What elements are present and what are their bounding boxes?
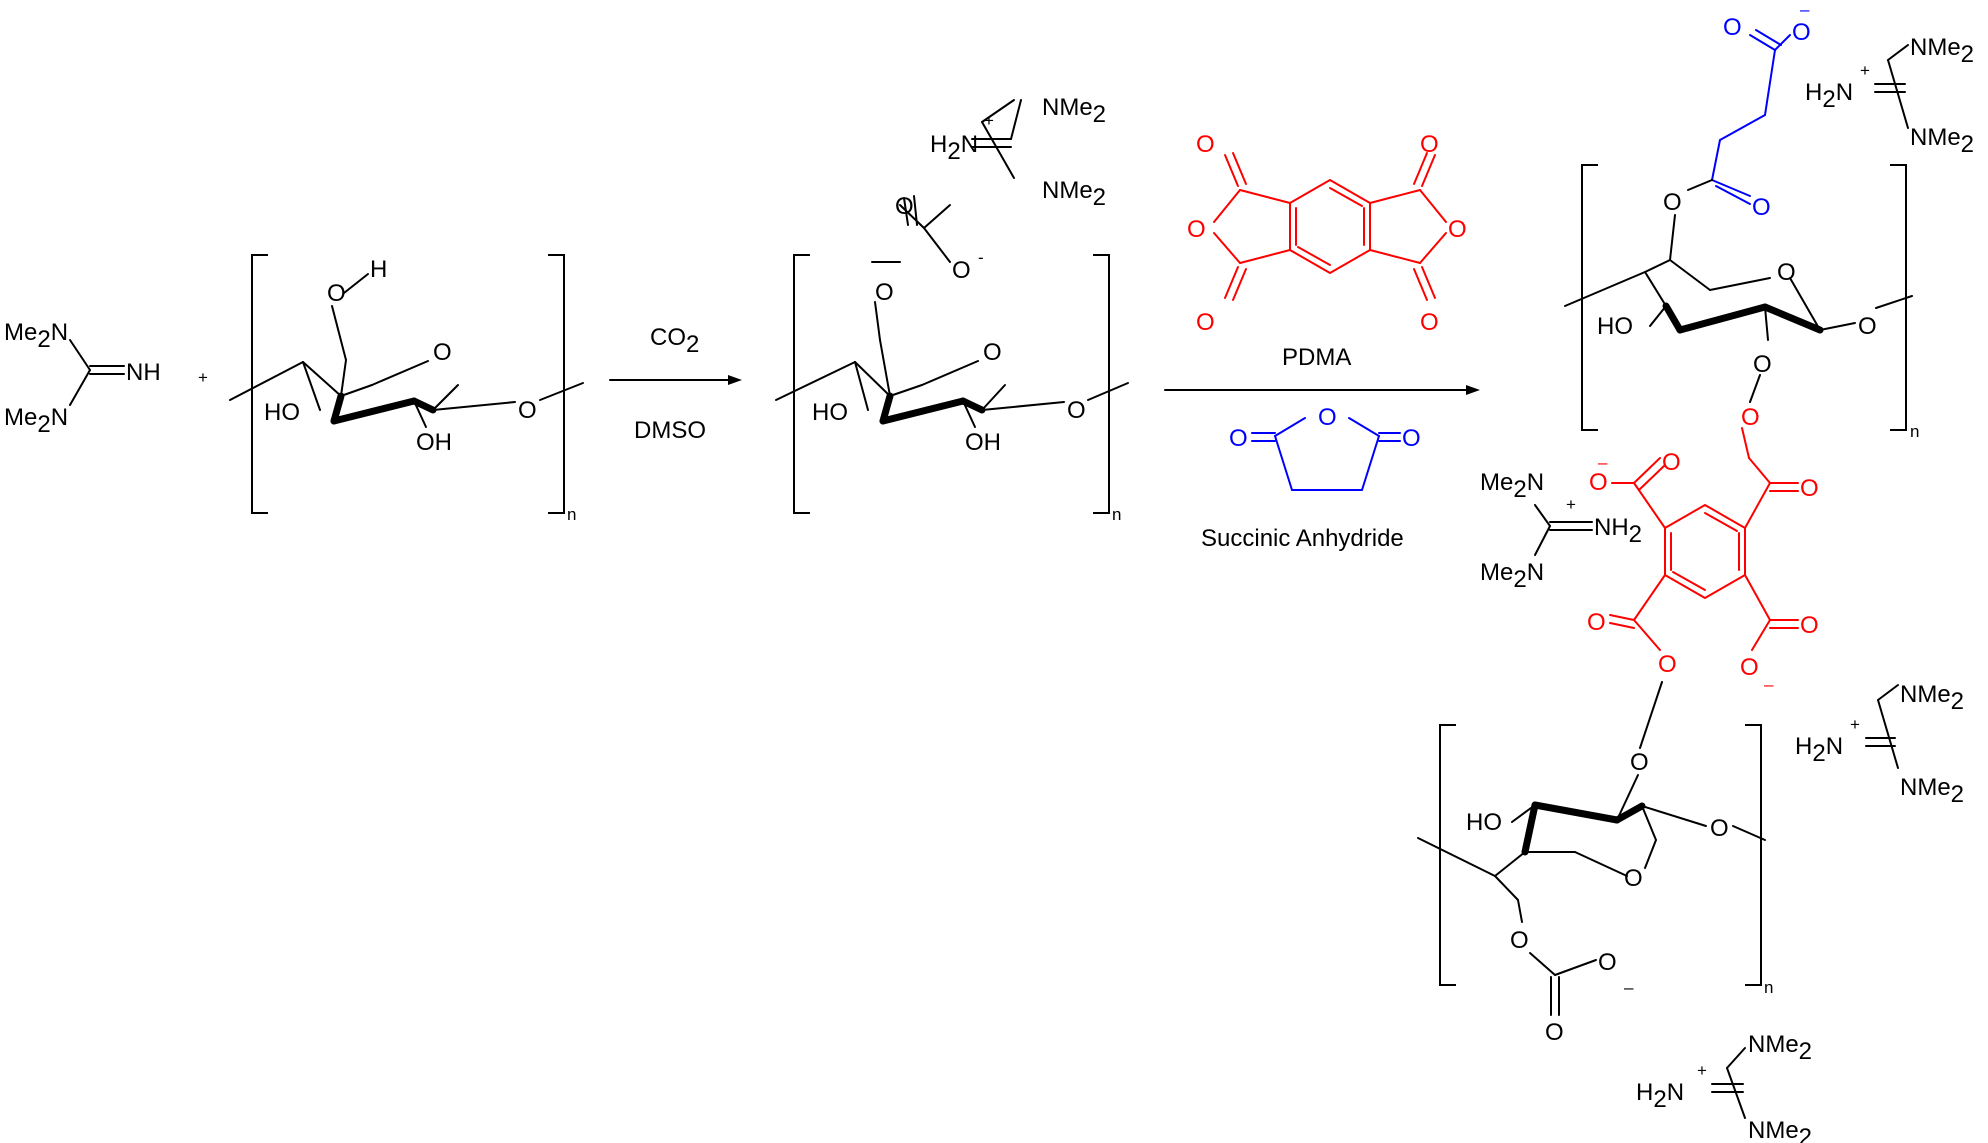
carbonate-oxygen-link: O <box>875 279 894 306</box>
lower-c2-ester-oxygen: O <box>1630 749 1649 776</box>
pmda-ester-oxygen-bottom: O <box>1658 651 1677 678</box>
svg-text:H2N: H2N <box>1636 1079 1684 1113</box>
arrow-1-reagent-label: CO2 <box>650 324 699 358</box>
product-ring-oxygen-2: O <box>1624 865 1643 892</box>
nh-label: NH <box>126 359 161 386</box>
pmda-carbonyl-o-3: O <box>1587 609 1606 636</box>
svg-text:+: + <box>1850 715 1860 734</box>
product-structure: n O O – O O O HO O O O <box>1417 0 1974 1143</box>
pmda-carbonyl-o-1: O <box>1662 449 1681 476</box>
me2n-top-label: Me2N <box>4 319 68 353</box>
pmda-minus-1: – <box>1598 453 1608 472</box>
carbonate-oxygen-minus: O <box>952 257 971 284</box>
cellulose-unit-1: n O O H HO OH O <box>229 254 584 524</box>
pmda-ester-oxygen-top: O <box>1741 404 1760 431</box>
svg-text:NMe2: NMe2 <box>1748 1117 1812 1143</box>
svg-text:+: + <box>1697 1061 1707 1080</box>
succinate-minus: – <box>1800 0 1810 19</box>
arrow-1-solvent-label: DMSO <box>634 417 706 444</box>
arrow-pdma-succinic <box>1164 385 1480 395</box>
c2-hydroxyl-2: OH <box>965 429 1001 456</box>
product-ring-oxygen-1: O <box>1777 259 1796 286</box>
cation-1-charge: + <box>984 111 994 130</box>
svg-text:+: + <box>1566 495 1576 514</box>
svg-text:NMe2: NMe2 <box>1900 774 1964 808</box>
repeat-n-1: n <box>567 505 576 524</box>
sa-oxygen-right: O <box>1402 425 1421 452</box>
me2n-bottom-label: Me2N <box>4 404 68 438</box>
product-c3-hydroxyl-1: HO <box>1597 313 1633 340</box>
pdma-o-2: O <box>1187 216 1206 243</box>
lower-carbonate-o-top: O <box>1545 1019 1564 1046</box>
svg-text:NH2: NH2 <box>1594 514 1642 548</box>
product-c2-ester-oxygen: O <box>1753 351 1772 378</box>
pdma-o-4: O <box>1420 131 1439 158</box>
svg-text:H2N: H2N <box>930 131 978 165</box>
pdma-label: PDMA <box>1282 344 1351 371</box>
plus-sign: + <box>198 368 208 387</box>
pdma-o-6: O <box>1420 309 1439 336</box>
c2-hydroxyl-1: OH <box>416 429 452 456</box>
tetramethylguanidine: Me2N NH Me2N <box>4 319 161 438</box>
succinate-ester-carbonyl-o: O <box>1752 194 1771 221</box>
pmda-carboxylate-o-1: O <box>1589 469 1608 496</box>
succinate-carboxylate-o: O <box>1792 19 1811 46</box>
pdma-structure: O O O O O O PDMA <box>1187 131 1467 371</box>
c6-hydrogen-1: H <box>370 256 387 283</box>
ring-oxygen-1: O <box>433 339 452 366</box>
glycosidic-oxygen-2: O <box>1067 397 1086 424</box>
pdma-o-3: O <box>1196 309 1215 336</box>
glycosidic-oxygen-1: O <box>518 397 537 424</box>
guanidinium-cation-1: H2N + NMe2 NMe2 <box>930 94 1106 211</box>
product-repeat-n-1: n <box>1910 422 1919 441</box>
svg-text:+: + <box>1860 61 1870 80</box>
sa-oxygen-left: O <box>1229 425 1248 452</box>
succinic-anhydride-label: Succinic Anhydride <box>1201 525 1404 552</box>
ring-oxygen-2: O <box>983 339 1002 366</box>
cellulose-carbonate-unit: n O O - O O HO OH O <box>775 193 1129 524</box>
pmda-carboxylate-o-2: O <box>1740 654 1759 681</box>
svg-text:NMe2: NMe2 <box>1910 34 1974 68</box>
c6-ester-oxygen: O <box>1663 189 1682 216</box>
lower-carbonate-o-minus: O <box>1598 949 1617 976</box>
product-glycosidic-o-1: O <box>1858 313 1877 340</box>
cation-1-nme2-top: NMe2 <box>1042 94 1106 128</box>
svg-text:NMe2: NMe2 <box>1900 681 1964 715</box>
svg-text:Me2N: Me2N <box>1480 559 1544 593</box>
product-c3-hydroxyl-2: HO <box>1466 809 1502 836</box>
c6-oxygen-1: O <box>327 280 346 307</box>
pmda-minus-2: – <box>1764 675 1774 694</box>
pdma-o-5: O <box>1448 216 1467 243</box>
svg-text:NMe2: NMe2 <box>1910 124 1974 158</box>
lower-carbonate-o-link: O <box>1510 927 1529 954</box>
svg-text:Me2N: Me2N <box>1480 469 1544 503</box>
c3-hydroxyl-2: HO <box>812 399 848 426</box>
svg-text:H2N: H2N <box>1805 79 1853 113</box>
succinate-carbonyl-o: O <box>1723 14 1742 41</box>
svg-text:H2N: H2N <box>1795 733 1843 767</box>
product-glycosidic-o-2: O <box>1710 815 1729 842</box>
svg-text:NMe2: NMe2 <box>1748 1031 1812 1065</box>
cation-1-nme2-bottom: NMe2 <box>1042 177 1106 211</box>
sa-ring-oxygen: O <box>1318 404 1337 431</box>
product-repeat-n-2: n <box>1764 978 1773 997</box>
pmda-carbonyl-o-4: O <box>1800 612 1819 639</box>
c3-hydroxyl-1: HO <box>264 399 300 426</box>
arrow-co2-dmso: CO2 DMSO <box>609 324 742 444</box>
repeat-n-2: n <box>1112 505 1121 524</box>
succinic-anhydride-structure: O O O Succinic Anhydride <box>1201 404 1421 552</box>
carbonate-oxygen-top: O <box>895 193 914 220</box>
pmda-carbonyl-o-2: O <box>1800 475 1819 502</box>
carbonate-minus: - <box>978 248 984 267</box>
pdma-o-1: O <box>1196 131 1215 158</box>
lower-carbonate-minus: – <box>1624 978 1634 997</box>
